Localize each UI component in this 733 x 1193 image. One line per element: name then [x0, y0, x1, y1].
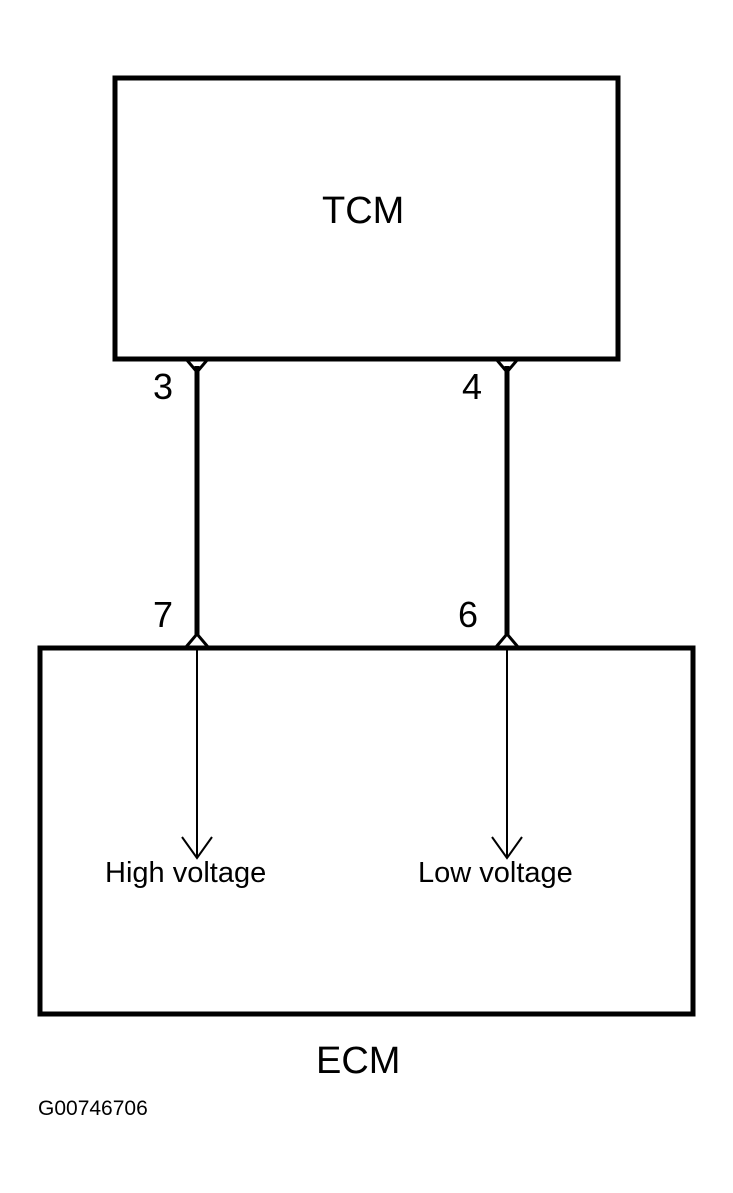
arrow-low-head: [491, 836, 523, 860]
pin-label-7: 7: [153, 594, 174, 635]
connector-pin-7: [184, 631, 210, 648]
connector-pin-4: [494, 358, 520, 375]
pin-label-6: 6: [458, 594, 479, 635]
connector-pin-3: [184, 358, 210, 375]
connector-pin-6: [494, 631, 520, 648]
high-voltage-label: High voltage: [105, 857, 267, 889]
arrow-high-head: [181, 836, 213, 860]
pin-label-4: 4: [462, 366, 483, 407]
tcm-box: [112, 75, 621, 362]
low-voltage-label: Low voltage: [418, 857, 573, 889]
ecm-label: ECM: [316, 1040, 401, 1082]
figure-id: G00746706: [38, 1097, 148, 1120]
tcm-label: TCM: [322, 190, 405, 232]
pin-label-3: 3: [153, 366, 174, 407]
ecm-box: [37, 645, 696, 1017]
